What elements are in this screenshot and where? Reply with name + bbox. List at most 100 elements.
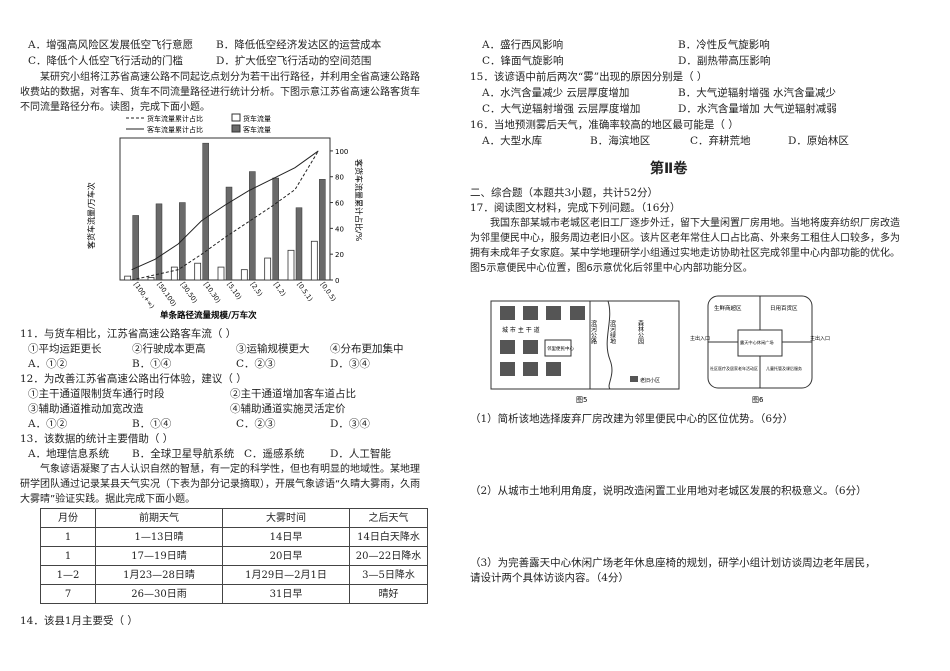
- q10-option-c[interactable]: C．降低个人低空飞行活动的门槛: [28, 55, 184, 67]
- freight-bar: [310, 240, 318, 281]
- freight-bar: [240, 269, 248, 281]
- fig6-svg: 生鲜商超区 日用百货区 露天中心休闲广场 社区医疗及居家老年活动区 儿童托管及课…: [690, 295, 830, 404]
- q12-option-d[interactable]: D．③④: [330, 418, 370, 430]
- table-header: 月份: [40, 508, 96, 528]
- fig5-river-road: 滨河公路: [590, 319, 597, 345]
- table-cell: 1月23—28日晴: [95, 565, 223, 585]
- q12-option-a[interactable]: A．①②: [28, 418, 68, 430]
- x-tick-label: [2,5): [249, 281, 264, 298]
- legend-label: 客车流量: [243, 125, 271, 134]
- table-cell: 20—22日降水: [349, 546, 428, 566]
- fig6-entrance-left: 主出入口: [690, 335, 710, 342]
- part2-heading: 二、综合题（本题共3小题，共计52分）: [470, 187, 659, 199]
- passenger-cumulative-line: [131, 150, 319, 271]
- x-tick-label: [0.5,1): [295, 281, 314, 303]
- passenger-bar: [202, 142, 209, 281]
- q11-option-a[interactable]: A．①②: [28, 358, 68, 370]
- fig6-zone-medical: 社区医疗及居家老年活动区: [710, 365, 758, 371]
- fig6-entrance-right: 主出入口: [810, 335, 830, 342]
- table-cell: 31日早: [222, 584, 350, 604]
- fig5-caption: 图5: [576, 396, 587, 404]
- q16-option-d[interactable]: D．原始林区: [788, 135, 849, 147]
- q11-stem: 11．与货车相比，江苏省高速公路客车流（ ）: [20, 328, 237, 340]
- block: [546, 362, 561, 376]
- q13-option-c[interactable]: C．遥感系统: [244, 448, 305, 460]
- block: [500, 306, 515, 320]
- x-axis-label: 单条路径流量规模/万车次: [160, 310, 257, 321]
- q16-option-a[interactable]: A．大型水库: [482, 135, 543, 147]
- q12-option-c[interactable]: C．②③: [236, 418, 276, 430]
- fig5-legend-label: 老旧小区: [640, 377, 660, 384]
- passenger-bar: [249, 171, 256, 281]
- table-row: 1 17—19日晴 20日早 20—22日降水: [40, 546, 428, 566]
- table-cell: 1: [40, 546, 96, 566]
- fig6-zone-plaza: 露天中心休闲广场: [740, 339, 774, 346]
- q10-option-d[interactable]: D．扩大低空飞行活动的空间范围: [216, 55, 372, 67]
- block: [500, 340, 515, 354]
- q14-option-c[interactable]: C．锋面气旋影响: [482, 55, 564, 67]
- q13-option-a[interactable]: A．地理信息系统: [28, 448, 110, 460]
- q15-option-b[interactable]: B．大气逆辐射增强 水汽含量减少: [678, 87, 837, 99]
- fig6-zone-goods: 日用百货区: [770, 304, 798, 312]
- block: [546, 306, 561, 320]
- section-title: 第Ⅱ卷: [650, 161, 688, 177]
- q16-option-c[interactable]: C．弃耕荒地: [690, 135, 751, 147]
- q13-option-d[interactable]: D．人工智能: [330, 448, 391, 460]
- y2-tick-label: 20: [335, 251, 344, 259]
- fig5-center-label: 邻里便民中心: [547, 345, 574, 352]
- x-tick-label: [5,10): [225, 281, 243, 302]
- table-header: 之后天气: [349, 508, 428, 528]
- q13-option-b[interactable]: B．全球卫星导航系统: [132, 448, 235, 460]
- block: [523, 306, 538, 320]
- q15-option-a[interactable]: A．水汽含量减少 云层厚度增加: [482, 87, 630, 99]
- table-cell: 20日早: [222, 546, 350, 566]
- table-cell: 1—2: [40, 565, 96, 585]
- passenger-bar: [179, 202, 186, 281]
- block: [523, 362, 538, 376]
- q12-item-1: ①主干通道限制货车通行时段: [28, 388, 165, 400]
- q14-option-a[interactable]: A．盛行西风影响: [482, 39, 564, 51]
- q15-option-c[interactable]: C．大气逆辐射增强 云层厚度增加: [482, 103, 641, 115]
- q13-stem: 13．该数据的统计主要借助（ ）: [20, 433, 174, 445]
- q14-option-b[interactable]: B．冷性反气旋影响: [678, 39, 770, 51]
- passenger-bar: [272, 177, 279, 281]
- q12-option-b[interactable]: B．①④: [132, 418, 172, 430]
- q11-option-c[interactable]: C．②③: [236, 358, 276, 370]
- q16-stem: 16．当地预测雾后天气，准确率较高的地区最可能是（ ）: [470, 119, 739, 131]
- q11-option-d[interactable]: D．③④: [330, 358, 370, 370]
- fig6-plaza-box: [737, 329, 783, 357]
- passenger-bar: [132, 215, 139, 281]
- fig6-zone-fresh: 生鲜商超区: [714, 304, 742, 312]
- legend-label: 货车流量: [243, 114, 271, 123]
- fig5-frame: [490, 300, 680, 390]
- table-cell: 晴好: [349, 584, 428, 604]
- y2-axis-label: 客货车流量累计占比/%: [354, 159, 364, 242]
- passenger-bar: [225, 186, 233, 281]
- q14-option-d[interactable]: D．副热带高压影响: [678, 55, 771, 67]
- table-cell: 1—13日晴: [95, 527, 223, 547]
- q12-item-2: ②主干通道增加客车道占比: [230, 388, 356, 400]
- passenger-bar: [319, 179, 326, 281]
- q10-option-b[interactable]: B．降低低空经济发达区的运营成本: [216, 39, 382, 51]
- table-header: 大雾时间: [222, 508, 350, 528]
- x-tick-label: [50,100): [155, 281, 178, 308]
- table-cell: 3—5日降水: [349, 565, 428, 585]
- freight-bar: [287, 249, 295, 281]
- q11-item-1: ①平均运距更长: [28, 343, 102, 355]
- q11-option-b[interactable]: B．①④: [132, 358, 172, 370]
- q10-option-a[interactable]: A．增强高风险区发展低空飞行意愿: [28, 39, 194, 51]
- table-row: 1 1—13日晴 14日早 14日白天降水: [40, 527, 428, 547]
- q15-option-d[interactable]: D．水汽含量增加 大气逆辐射减弱: [678, 103, 837, 115]
- table-header-row: 月份 前期天气 大雾时间 之后天气: [40, 508, 428, 528]
- q17-sub2: （2）从城市土地利用角度，说明改造闲置工业用地对老城区发展的积极意义。（6分）: [470, 485, 867, 497]
- x-tick-label: [10,30): [202, 281, 222, 305]
- q16-option-b[interactable]: B．海滨地区: [590, 135, 651, 147]
- table-cell: 1: [40, 527, 96, 547]
- fig6-zone-kids: 儿童托管及课后服务: [766, 365, 802, 371]
- weather-table: 月份 前期天气 大雾时间 之后天气 1 1—13日晴 14日早 14日白天降水 …: [40, 508, 428, 604]
- q11-item-3: ③运输规模更大: [236, 343, 310, 355]
- y2-tick-label: 100: [335, 148, 348, 156]
- freight-bar: [217, 266, 225, 281]
- fig5-main-road: 城 市 主 干 道: [502, 326, 540, 334]
